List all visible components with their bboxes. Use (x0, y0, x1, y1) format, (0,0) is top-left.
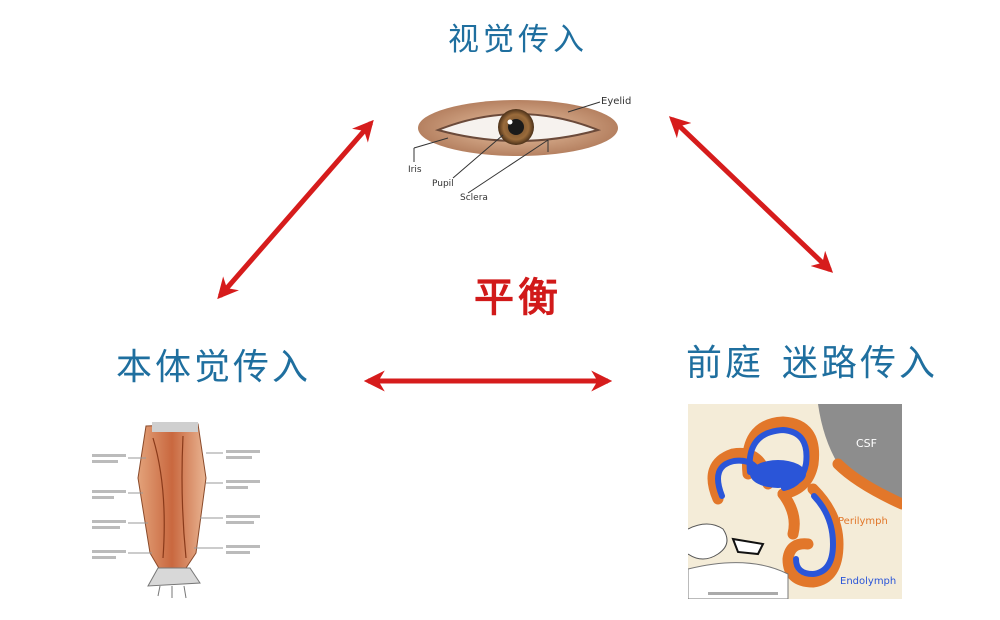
csf-label: CSF (856, 437, 877, 450)
pupil-label: Pupil (432, 179, 454, 189)
sclera-label: Sclera (460, 193, 488, 203)
leg-muscle-illustration (88, 418, 288, 603)
arrow-visual-proprioceptive (220, 123, 371, 296)
arrow-visual-vestibular (672, 119, 830, 270)
endolymph-label: Endolymph (840, 576, 896, 587)
perilymph-label: Perilymph (838, 516, 888, 527)
inner-ear-illustration: CSF Perilymph Endolymph (688, 404, 902, 599)
eyelid-label: Eyelid (601, 96, 631, 107)
eye-illustration: Eyelid Iris Pupil Sclera (408, 90, 668, 205)
iris-label: Iris (408, 165, 422, 175)
